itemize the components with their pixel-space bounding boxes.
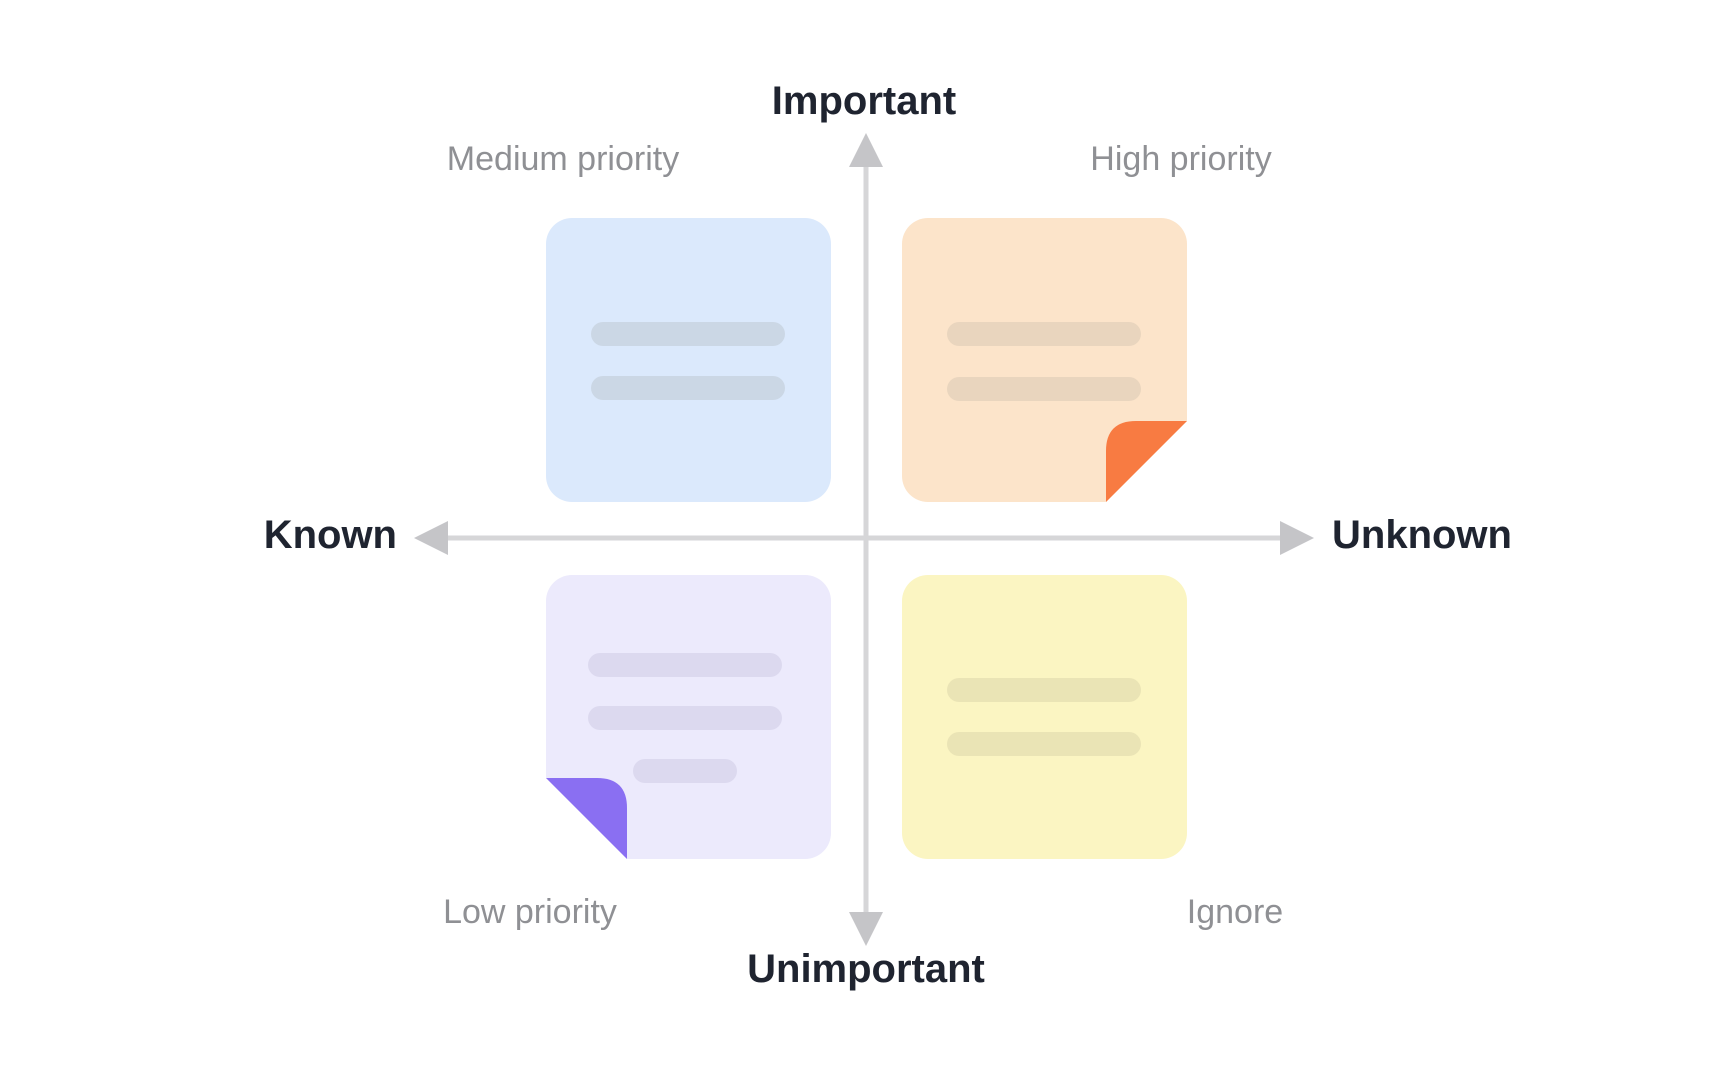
axis-label-unknown: Unknown xyxy=(1332,513,1512,557)
placeholder-text-line xyxy=(947,377,1141,401)
arrowhead-down-icon xyxy=(849,912,883,946)
placeholder-text-line xyxy=(588,653,782,677)
note-body xyxy=(546,218,831,502)
folded-corner xyxy=(1106,421,1187,502)
placeholder-text-line xyxy=(947,678,1141,702)
axis-label-known: Known xyxy=(263,513,397,557)
placeholder-text-line-short xyxy=(633,759,737,783)
arrowhead-up-icon xyxy=(849,133,883,167)
axis-label-unimportant: Unimportant xyxy=(747,947,985,991)
placeholder-text-line xyxy=(947,322,1141,346)
horizontal-axis-line xyxy=(444,535,1284,541)
axis-label-important: Important xyxy=(771,79,957,123)
placeholder-text-line xyxy=(591,322,785,346)
arrowhead-left-icon xyxy=(414,521,448,555)
folded-corner xyxy=(546,778,627,859)
quadrant-label-ignore: Ignore xyxy=(1186,893,1284,931)
placeholder-text-line xyxy=(591,376,785,400)
placeholder-text-line xyxy=(947,732,1141,756)
sticky-note-ignore xyxy=(902,575,1187,859)
placeholder-text-line xyxy=(588,706,782,730)
quadrant-label-high-priority: High priority xyxy=(1090,140,1272,178)
sticky-note-low-priority xyxy=(546,575,831,859)
quadrant-label-medium-priority: Medium priority xyxy=(446,140,680,178)
quadrant-label-low-priority: Low priority xyxy=(443,893,617,931)
sticky-note-high-priority xyxy=(902,218,1187,502)
sticky-note-medium-priority xyxy=(546,218,831,502)
arrowhead-right-icon xyxy=(1280,521,1314,555)
note-body xyxy=(902,575,1187,859)
